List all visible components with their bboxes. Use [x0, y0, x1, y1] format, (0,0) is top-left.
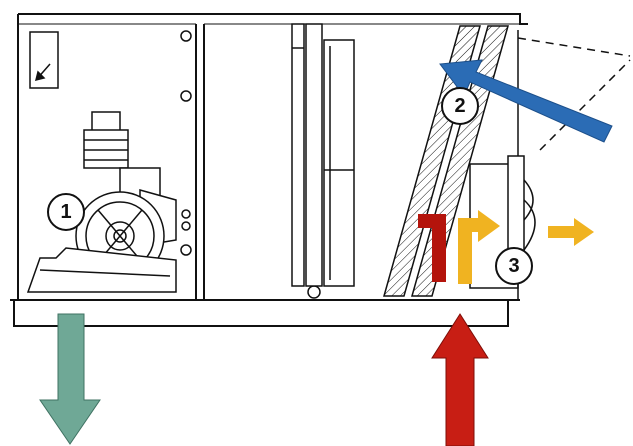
exhaust-air-arrow — [39, 313, 101, 445]
callout-2-label: 2 — [454, 95, 466, 117]
callout-2-circle — [441, 87, 479, 125]
filter-icon — [291, 23, 355, 287]
discharge-arrow — [548, 218, 594, 246]
callout-3-circle — [495, 247, 533, 285]
callout-3-label: 3 — [508, 255, 520, 277]
access-panel-icon — [29, 31, 59, 89]
outdoor-hood — [517, 37, 631, 151]
heat-arrows — [418, 210, 500, 284]
callout-circles — [47, 87, 533, 285]
bolts — [180, 30, 321, 299]
outside-air-arrow — [439, 59, 613, 143]
cabinet — [10, 13, 528, 327]
fan-base — [26, 247, 177, 293]
callout-1-label: 1 — [60, 201, 72, 223]
callout-1-circle — [47, 193, 85, 231]
return-air-arrow — [431, 313, 489, 446]
